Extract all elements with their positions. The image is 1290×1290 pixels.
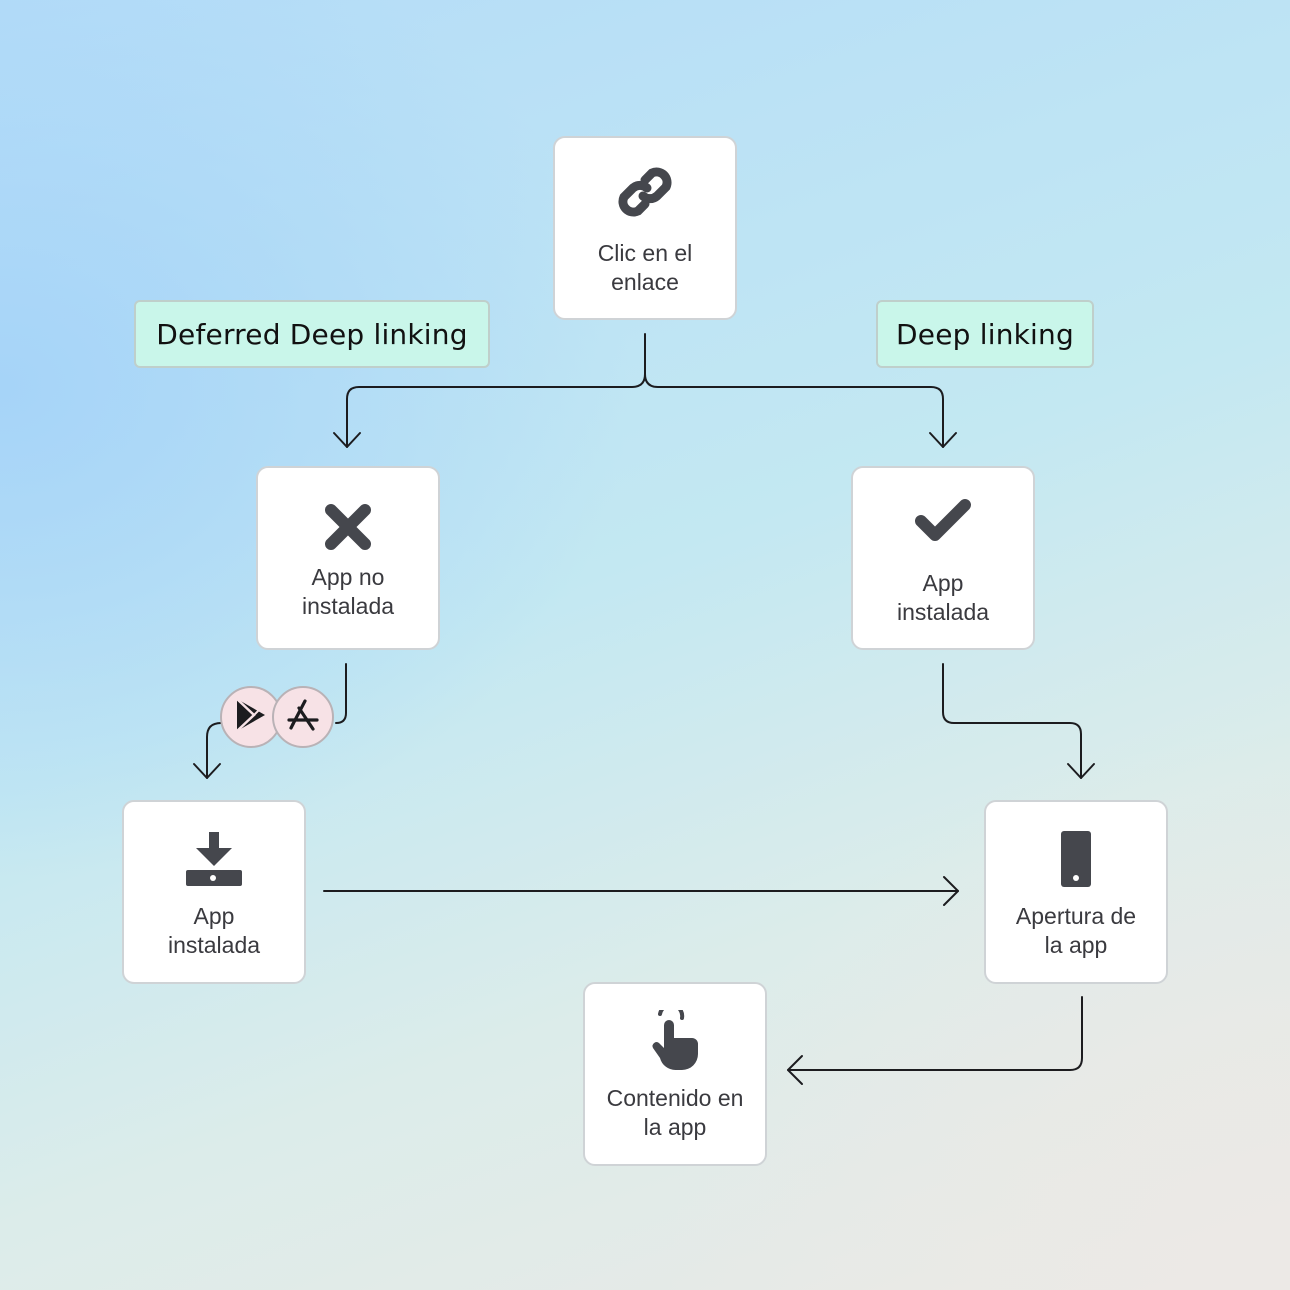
app-store-badge <box>272 686 334 748</box>
arrowhead-open <box>1067 763 1095 779</box>
node-click-link: Clic en el enlace <box>553 136 737 320</box>
node-content-label: Contenido en la app <box>606 1085 744 1140</box>
connector-stores-installed <box>206 722 222 779</box>
cross-icon <box>323 502 373 557</box>
node-app-installed-left: App instalada <box>122 800 306 984</box>
connector-click-right <box>644 373 944 448</box>
connector-installed-open <box>942 663 1082 779</box>
arrowhead-content <box>787 1055 803 1085</box>
link-icon <box>615 164 675 225</box>
check-icon <box>913 496 973 551</box>
tap-hand-icon <box>648 1002 702 1077</box>
connector-click-left <box>346 333 646 448</box>
arrowhead-installed-left <box>193 763 221 779</box>
arrowhead-not-installed <box>333 432 361 448</box>
tag-deferred-deep-linking: Deferred Deep linking <box>134 300 490 368</box>
phone-icon <box>1060 830 1092 893</box>
node-installed-right-label: App instalada <box>896 570 990 625</box>
node-installed-left-label: App instalada <box>167 903 261 958</box>
node-open-label: Apertura de la app <box>1015 903 1137 958</box>
node-app-open: Apertura de la app <box>984 800 1168 984</box>
node-not-installed-label: App no instalada <box>301 564 395 619</box>
app-store-icon <box>285 698 321 737</box>
tag-deep-linking: Deep linking <box>876 300 1094 368</box>
google-play-badge <box>220 686 282 748</box>
node-app-installed-right: App instalada <box>851 466 1035 650</box>
tag-deep-label: Deep linking <box>896 317 1074 351</box>
node-app-not-installed: App no instalada <box>256 466 440 650</box>
arrowhead-open-left <box>943 876 959 906</box>
node-app-content: Contenido en la app <box>583 982 767 1166</box>
connector-open-content <box>787 996 1083 1071</box>
download-icon <box>184 830 244 893</box>
arrowhead-installed-right <box>929 432 957 448</box>
node-click-label: Clic en el enlace <box>597 240 693 295</box>
connector-not-installed-stores <box>335 663 347 724</box>
google-play-icon <box>234 697 268 738</box>
tag-deferred-label: Deferred Deep linking <box>156 317 468 351</box>
